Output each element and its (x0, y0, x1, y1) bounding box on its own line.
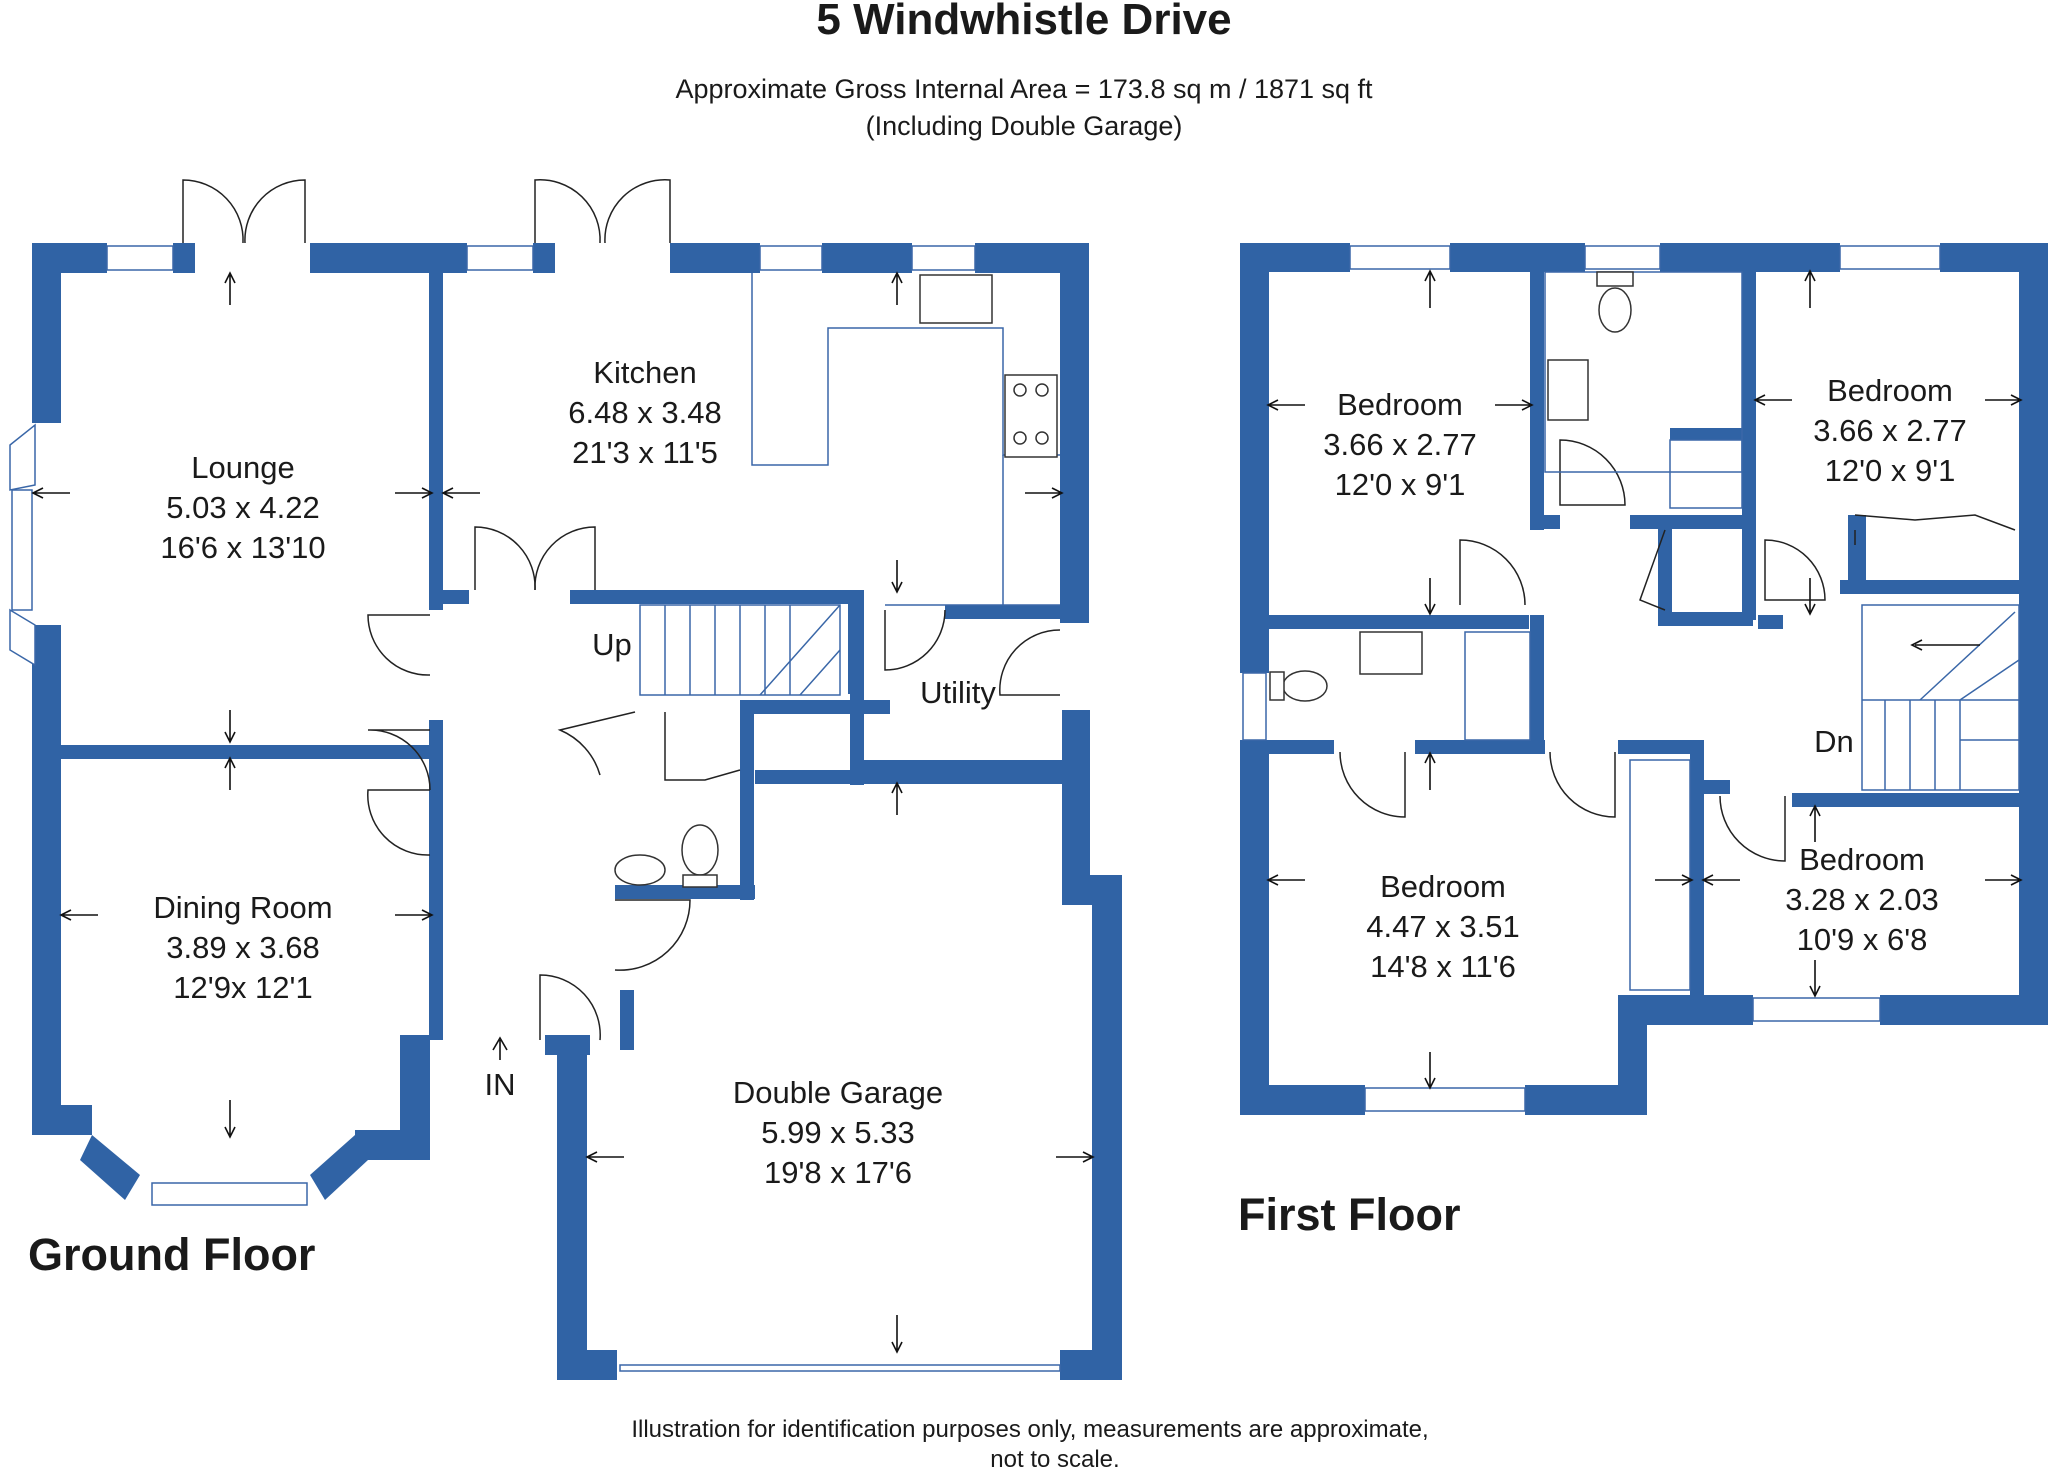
room-name: Kitchen (593, 355, 696, 390)
room-name: Bedroom (1337, 387, 1463, 422)
wc-ground (614, 712, 741, 888)
first-dimension-arrows (1266, 269, 2023, 1090)
room-lounge: Lounge 5.03 x 4.22 16'6 x 13'10 (160, 450, 325, 565)
ground-floor-windows (9, 245, 1061, 1372)
room-size-metric: 5.99 x 5.33 (761, 1115, 914, 1150)
room-dining: Dining Room 3.89 x 3.68 12'9x 12'1 (153, 890, 332, 1005)
first-floor-plan: Bedroom 3.66 x 2.77 12'0 x 9'1 Bedroom 3… (1238, 243, 2048, 1240)
room-size-imperial: 14'8 x 11'6 (1370, 949, 1516, 984)
room-size-metric: 6.48 x 3.48 (568, 395, 721, 430)
stairs-ground (639, 604, 841, 696)
first-floor-windows (1242, 245, 1941, 1112)
kitchen-fixtures (751, 273, 1060, 606)
disclaimer-line-2: not to scale. (990, 1446, 1119, 1470)
room-kitchen: Kitchen 6.48 x 3.48 21'3 x 11'5 (568, 355, 721, 470)
room-name: Dining Room (153, 890, 332, 925)
room-bedroom-3: Bedroom 4.47 x 3.51 14'8 x 11'6 (1366, 869, 1519, 984)
first-floor-walls (1240, 243, 2048, 1115)
room-size-imperial: 12'9x 12'1 (173, 970, 312, 1005)
room-size-imperial: 19'8 x 17'6 (764, 1155, 912, 1190)
stairs-first (1861, 604, 2020, 791)
entrance-label: IN (485, 1067, 516, 1102)
room-size-metric: 3.66 x 2.77 (1813, 413, 1966, 448)
room-size-imperial: 12'0 x 9'1 (1825, 453, 1956, 488)
property-title: 5 Windwhistle Drive (816, 0, 1231, 44)
area-note: (Including Double Garage) (866, 111, 1183, 141)
room-size-metric: 3.28 x 2.03 (1785, 882, 1938, 917)
room-size-imperial: 21'3 x 11'5 (572, 435, 718, 470)
first-floor-fixtures (1269, 271, 1743, 991)
room-size-metric: 3.89 x 3.68 (166, 930, 319, 965)
ground-floor-plan: Lounge 5.03 x 4.22 16'6 x 13'10 Kitchen … (9, 179, 1122, 1380)
first-floor-label: First Floor (1238, 1189, 1461, 1240)
ground-floor-label: Ground Floor (28, 1229, 315, 1280)
room-name: Bedroom (1827, 373, 1953, 408)
area-summary: Approximate Gross Internal Area = 173.8 … (675, 74, 1373, 104)
room-size-metric: 5.03 x 4.22 (166, 490, 319, 525)
utility-label: Utility (920, 675, 996, 710)
room-size-imperial: 10'9 x 6'8 (1797, 922, 1928, 957)
room-name: Lounge (191, 450, 294, 485)
disclaimer-line-1: Illustration for identification purposes… (631, 1416, 1428, 1443)
room-size-imperial: 16'6 x 13'10 (160, 530, 325, 565)
room-name: Double Garage (733, 1075, 943, 1110)
room-name: Bedroom (1380, 869, 1506, 904)
room-size-imperial: 12'0 x 9'1 (1335, 467, 1466, 502)
ground-floor-doors (182, 179, 1061, 1041)
first-floor-doors (1339, 439, 2016, 862)
room-size-metric: 4.47 x 3.51 (1366, 909, 1519, 944)
room-name: Bedroom (1799, 842, 1925, 877)
stairs-down-label: Dn (1814, 724, 1854, 759)
room-bedroom-2: Bedroom 3.66 x 2.77 12'0 x 9'1 (1813, 373, 1966, 488)
room-size-metric: 3.66 x 2.77 (1323, 427, 1476, 462)
stairs-up-label: Up (592, 627, 632, 662)
room-garage: Double Garage 5.99 x 5.33 19'8 x 17'6 (733, 1075, 943, 1190)
room-bedroom-1: Bedroom 3.66 x 2.77 12'0 x 9'1 (1323, 387, 1476, 502)
ground-dimension-arrows (31, 271, 1095, 1354)
room-bedroom-4: Bedroom 3.28 x 2.03 10'9 x 6'8 (1785, 842, 1938, 957)
ground-floor-walls (32, 243, 1122, 1380)
